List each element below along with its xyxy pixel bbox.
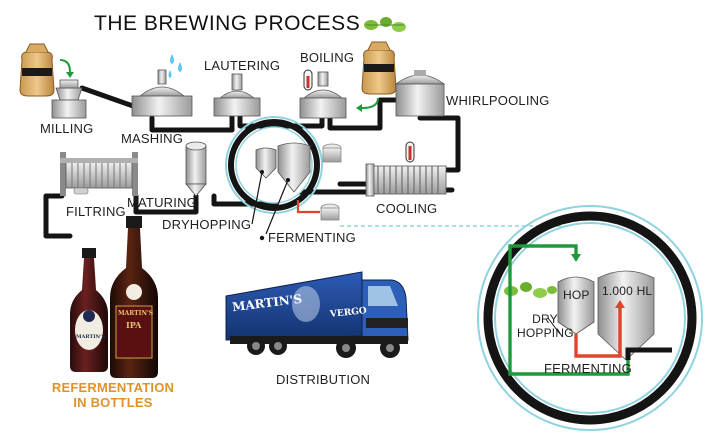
bottle-right-icon xyxy=(110,216,158,378)
bottle-right-sub: IPA xyxy=(126,320,142,330)
bottle-left-label: MARTIN'S xyxy=(76,334,106,340)
whirlpool-tank-icon xyxy=(394,70,446,117)
label-maturing: MATURING xyxy=(127,195,197,210)
label-mashing: MASHING xyxy=(121,131,184,146)
arrow-head-icon xyxy=(66,72,74,78)
return-flow-icon xyxy=(296,200,320,214)
flow-arrow-icon xyxy=(59,59,71,73)
arrow-head-icon xyxy=(356,104,362,112)
refermentation-label: REFERMENTATION IN BOTTLES xyxy=(48,380,178,410)
detail-green-flow xyxy=(508,244,630,376)
arrow-head-icon xyxy=(571,254,581,262)
maturing-tank-icon xyxy=(185,141,207,197)
boil-kettle-icon xyxy=(299,71,347,119)
detail-hop-leaves-icon xyxy=(504,282,557,298)
thermometer-icon xyxy=(405,141,415,163)
label-fermenting: FERMENTING xyxy=(268,230,356,245)
label-filtring: FILTRING xyxy=(66,204,126,219)
detail-red-flow xyxy=(574,308,622,358)
pointer-lines xyxy=(251,171,289,235)
label-distribution: DISTRIBUTION xyxy=(276,372,371,387)
label-cooling: COOLING xyxy=(376,201,438,216)
detail-dry-line1: DRY xyxy=(532,312,558,326)
fermenting-tank-icon xyxy=(277,142,311,193)
arrow-head-icon xyxy=(615,300,625,308)
label-whirlpooling: WHIRLPOOLING xyxy=(446,93,550,108)
bottle-left-icon xyxy=(70,248,108,372)
pointer-lines xyxy=(547,317,561,335)
detail-dry-hopping-label: DRY HOPPING xyxy=(517,312,574,340)
detail-fermenting-label: FERMENTING xyxy=(544,361,632,376)
cooling-jacket-icon xyxy=(320,143,342,221)
pointer-dot xyxy=(260,170,264,174)
lauter-tun-icon xyxy=(213,73,261,117)
hop-sack-icon xyxy=(361,41,397,95)
page-title: THE BREWING PROCESS xyxy=(94,12,361,35)
refermentation-line2: IN BOTTLES xyxy=(73,395,153,410)
mash-tun-icon xyxy=(131,69,193,117)
bottle-right-label: MARTIN'S xyxy=(118,310,154,317)
mill-icon xyxy=(51,79,87,119)
filter-press-icon xyxy=(60,152,138,196)
pointer-dot xyxy=(286,178,290,182)
thermometer-icon xyxy=(303,69,313,91)
detail-hop-label: HOP xyxy=(563,288,590,302)
label-boiling: BOILING xyxy=(300,50,355,65)
flow-arrow-icon xyxy=(361,97,379,109)
malt-sack-icon xyxy=(19,43,55,97)
hop-leaves-icon xyxy=(364,17,406,32)
pointer-dot xyxy=(259,235,265,241)
detail-volume-label: 1.000 HL xyxy=(602,284,653,298)
label-dryhopping: DRYHOPPING xyxy=(162,217,252,232)
label-lautering: LAUTERING xyxy=(204,58,281,73)
refermentation-line1: REFERMENTATION xyxy=(51,380,175,395)
detail-pipe xyxy=(625,347,672,360)
detail-hop-tank-icon xyxy=(557,276,595,335)
truck-icon xyxy=(225,271,409,358)
detail-dry-line2: HOPPING xyxy=(517,326,574,340)
water-drops-icon xyxy=(168,54,182,78)
label-milling: MILLING xyxy=(40,121,94,136)
cooler-icon xyxy=(365,163,447,197)
